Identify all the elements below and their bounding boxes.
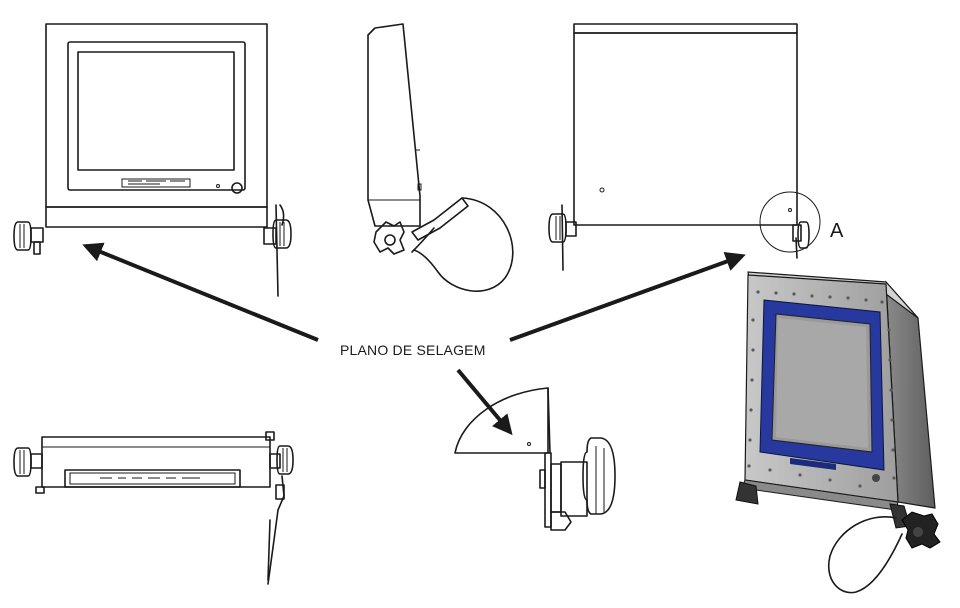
detail-a-view — [454, 387, 616, 531]
arrow-icon — [82, 242, 319, 342]
side-view — [367, 23, 469, 255]
knob-icon — [13, 447, 43, 477]
isometric-view — [735, 271, 936, 529]
seal-wire-icon — [827, 516, 903, 594]
knob-icon — [263, 204, 292, 297]
front-view — [45, 23, 268, 228]
detail-callout-label: A — [830, 220, 844, 242]
arrow-icon — [509, 252, 746, 342]
sealing-plane-label: PLANO DE SELAGEM — [340, 342, 486, 358]
knob-icon — [901, 511, 941, 549]
knob-icon — [13, 221, 44, 255]
knob-icon — [267, 445, 294, 585]
knob-icon — [548, 204, 577, 271]
top-view — [35, 431, 275, 494]
rear-view — [573, 23, 821, 253]
knob-icon — [792, 221, 810, 259]
seal-wire-icon — [413, 197, 514, 292]
arrow-icon — [456, 368, 513, 436]
